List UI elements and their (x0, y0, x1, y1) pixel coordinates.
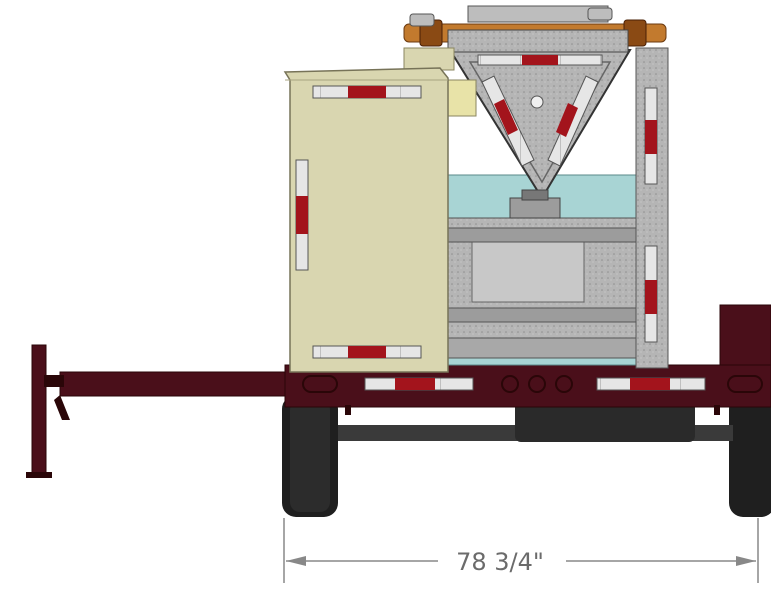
mast-mount (509, 197, 561, 219)
tail-light (727, 375, 763, 393)
pivot-bolt (530, 95, 544, 109)
upper-box (403, 47, 455, 71)
top-mount (467, 5, 609, 23)
rail-bracket (447, 29, 629, 53)
frame-hole (528, 375, 546, 393)
tongue-jack (31, 344, 47, 476)
jack-foot (26, 472, 52, 478)
tongue (59, 371, 296, 397)
frame-hole (501, 375, 519, 393)
tail-light (302, 375, 338, 393)
jack-handle (44, 375, 64, 387)
dimension-label: 78 3/4" (456, 548, 544, 576)
mast-window (471, 241, 585, 303)
dimension-arrow-left (286, 556, 306, 566)
fuel-tank (515, 400, 695, 442)
cabinet-bracket (445, 79, 477, 117)
dimension-arrow-right (736, 556, 756, 566)
safety-chain (54, 395, 70, 420)
width-dimension: 78 3/4" (283, 518, 759, 583)
frame-hole (555, 375, 573, 393)
battery-cabinet (283, 67, 449, 373)
right-wheel (729, 395, 771, 517)
left-wheel (282, 395, 338, 517)
